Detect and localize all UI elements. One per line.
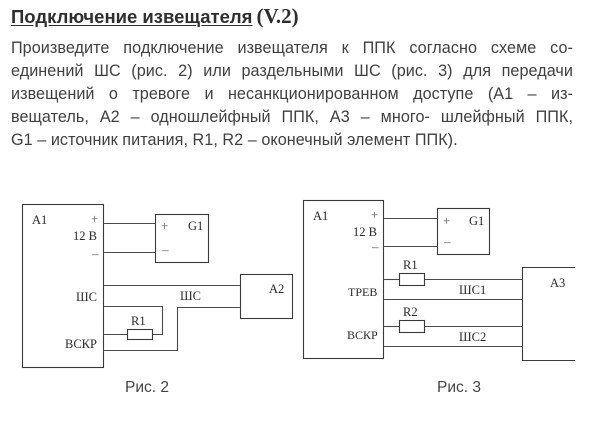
a1-label: A1 <box>32 213 47 227</box>
figure-3-caption: Рис. 3 <box>437 379 481 396</box>
multi-loop-panel-a3-box <box>521 266 575 362</box>
loop2-label: ШС2 <box>459 330 486 344</box>
minus-terminal-label: – <box>91 246 99 261</box>
g1-plus-label: + <box>443 213 450 228</box>
power-supply-g1-box <box>436 207 491 256</box>
r1-label: R1 <box>403 258 418 272</box>
voltage-label: 12 В <box>353 225 377 239</box>
wire-loop-return <box>103 306 241 352</box>
instructions-paragraph: Произведите подключение извещателя к ППК… <box>11 37 573 152</box>
wire-r1-loop <box>103 305 164 336</box>
g1-label: G1 <box>188 219 203 233</box>
a2-label: A2 <box>269 282 284 296</box>
paragraph-line: вещатель, А2 – одношлейфный ППК, А3 – мн… <box>11 108 573 126</box>
minus-terminal-label: – <box>371 239 379 254</box>
paragraph-line: извещений о тревоге и несанкционированно… <box>11 85 573 103</box>
tamper-terminal-label: ВСКР <box>65 337 97 351</box>
plus-terminal-label: + <box>91 211 98 226</box>
a3-label: A3 <box>550 276 565 290</box>
section-title: Подключение извещателя(V.2) <box>11 4 299 29</box>
a1-label: A1 <box>313 209 328 223</box>
g1-minus-label: – <box>161 242 169 257</box>
g1-label: G1 <box>469 214 484 228</box>
figure-3-diagram: A1 + 12 В – ТРЕВ ВСКР + G1 – A3 R1 ШС1 R… <box>302 199 575 362</box>
paragraph-line: Произведите подключение извещателя к ППК… <box>11 39 573 57</box>
figure-2-diagram: A1 + 12 В – ШС ВСКР + G1 – A2 ШС R1 <box>21 203 294 369</box>
voltage-label: 12 В <box>73 229 97 243</box>
version-label: (V.2) <box>256 4 299 28</box>
power-supply-g1-box <box>154 213 210 264</box>
resistor-r2 <box>398 319 426 334</box>
resistor-r1 <box>126 328 154 341</box>
tamper-terminal-label: ВСКР <box>347 328 378 342</box>
resistor-r1 <box>398 272 426 287</box>
section-title-text: Подключение извещателя <box>11 6 253 27</box>
paragraph-line: G1 – источник питания, R1, R2 – оконечны… <box>11 131 458 149</box>
r2-label: R2 <box>403 305 418 319</box>
control-panel-a2-box <box>239 273 294 320</box>
paragraph-line: единений ШС (рис. 2) или раздельными ШС … <box>11 62 573 80</box>
loop-wire-label: ШС <box>180 289 201 303</box>
figure-2-caption: Рис. 2 <box>125 379 169 396</box>
r1-label: R1 <box>131 314 146 328</box>
g1-minus-label: – <box>443 234 451 249</box>
g1-plus-label: + <box>161 218 168 233</box>
plus-terminal-label: + <box>371 207 378 222</box>
loop1-label: ШС1 <box>459 283 486 297</box>
loop-terminal-label: ШС <box>76 290 97 304</box>
alarm-terminal-label: ТРЕВ <box>348 285 377 299</box>
